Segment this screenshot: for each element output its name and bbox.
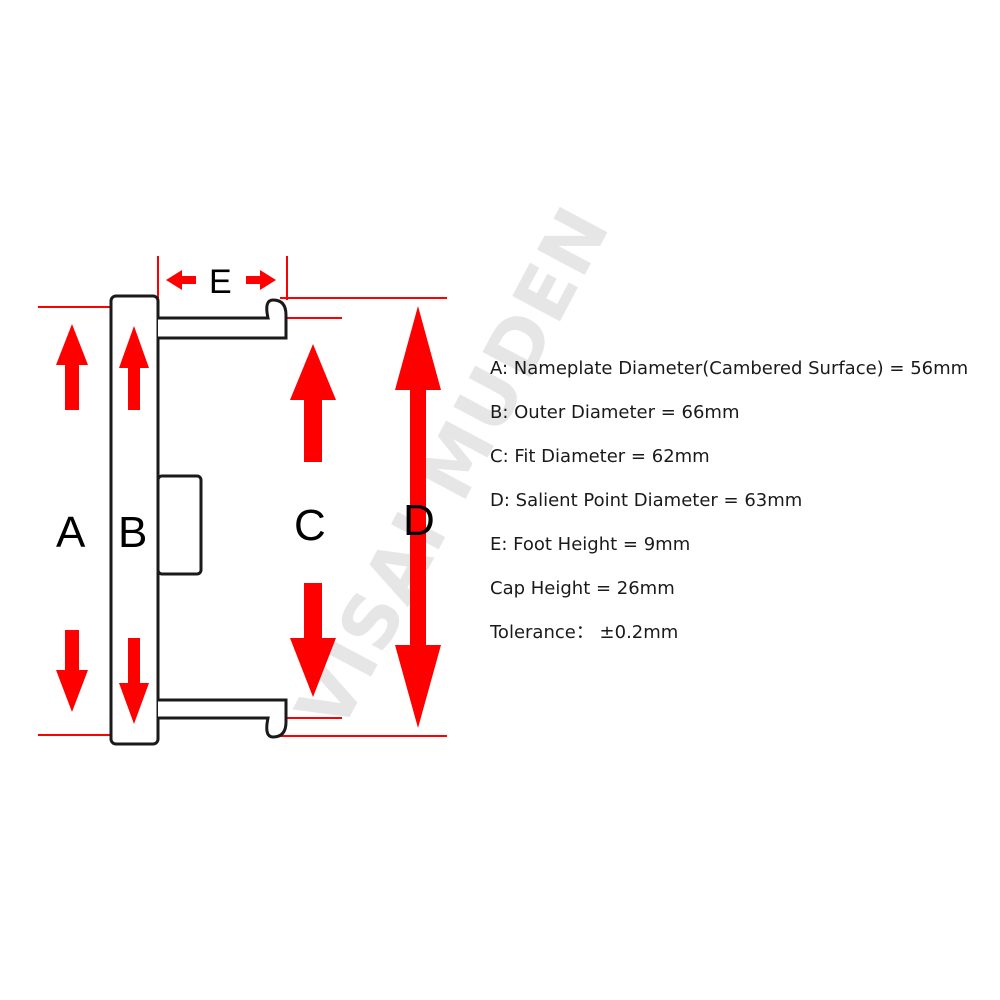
- arrow-c-down: [290, 583, 336, 697]
- center-boss: [156, 474, 203, 576]
- spec-outer-diameter: B: Outer Diameter = 66mm: [490, 402, 740, 423]
- bottom-clip-foot: [158, 698, 288, 739]
- arrow-a-down: [56, 630, 88, 712]
- arrow-e-right: [246, 270, 276, 290]
- spec-cap-height: Cap Height = 26mm: [490, 578, 675, 599]
- top-clip-foot: [158, 298, 288, 340]
- arrow-d-double: [395, 306, 441, 728]
- spec-foot-height: E: Foot Height = 9mm: [490, 534, 691, 555]
- spec-nameplate-diameter: A: Nameplate Diameter(Cambered Surface) …: [490, 358, 969, 379]
- arrow-b-up: [119, 326, 149, 410]
- arrow-c-up: [290, 344, 336, 462]
- specification-list: A: Nameplate Diameter(Cambered Surface) …: [490, 355, 990, 663]
- dimension-guide-lines: [38, 256, 447, 737]
- cap-outline: [109, 294, 288, 746]
- label-d: D: [403, 496, 435, 545]
- spec-fit-diameter: C: Fit Diameter = 62mm: [490, 446, 710, 467]
- dimension-arrows: [56, 270, 441, 728]
- arrow-e-left: [166, 270, 196, 290]
- label-c: C: [294, 501, 326, 550]
- arrow-a-up: [56, 324, 88, 410]
- spec-tolerance: Tolerance： ±0.2mm: [490, 622, 679, 643]
- label-b: B: [118, 508, 147, 557]
- label-e: E: [209, 263, 232, 301]
- arrow-b-down: [119, 638, 149, 724]
- label-a: A: [56, 508, 86, 557]
- spec-salient-point-diameter: D: Salient Point Diameter = 63mm: [490, 490, 803, 511]
